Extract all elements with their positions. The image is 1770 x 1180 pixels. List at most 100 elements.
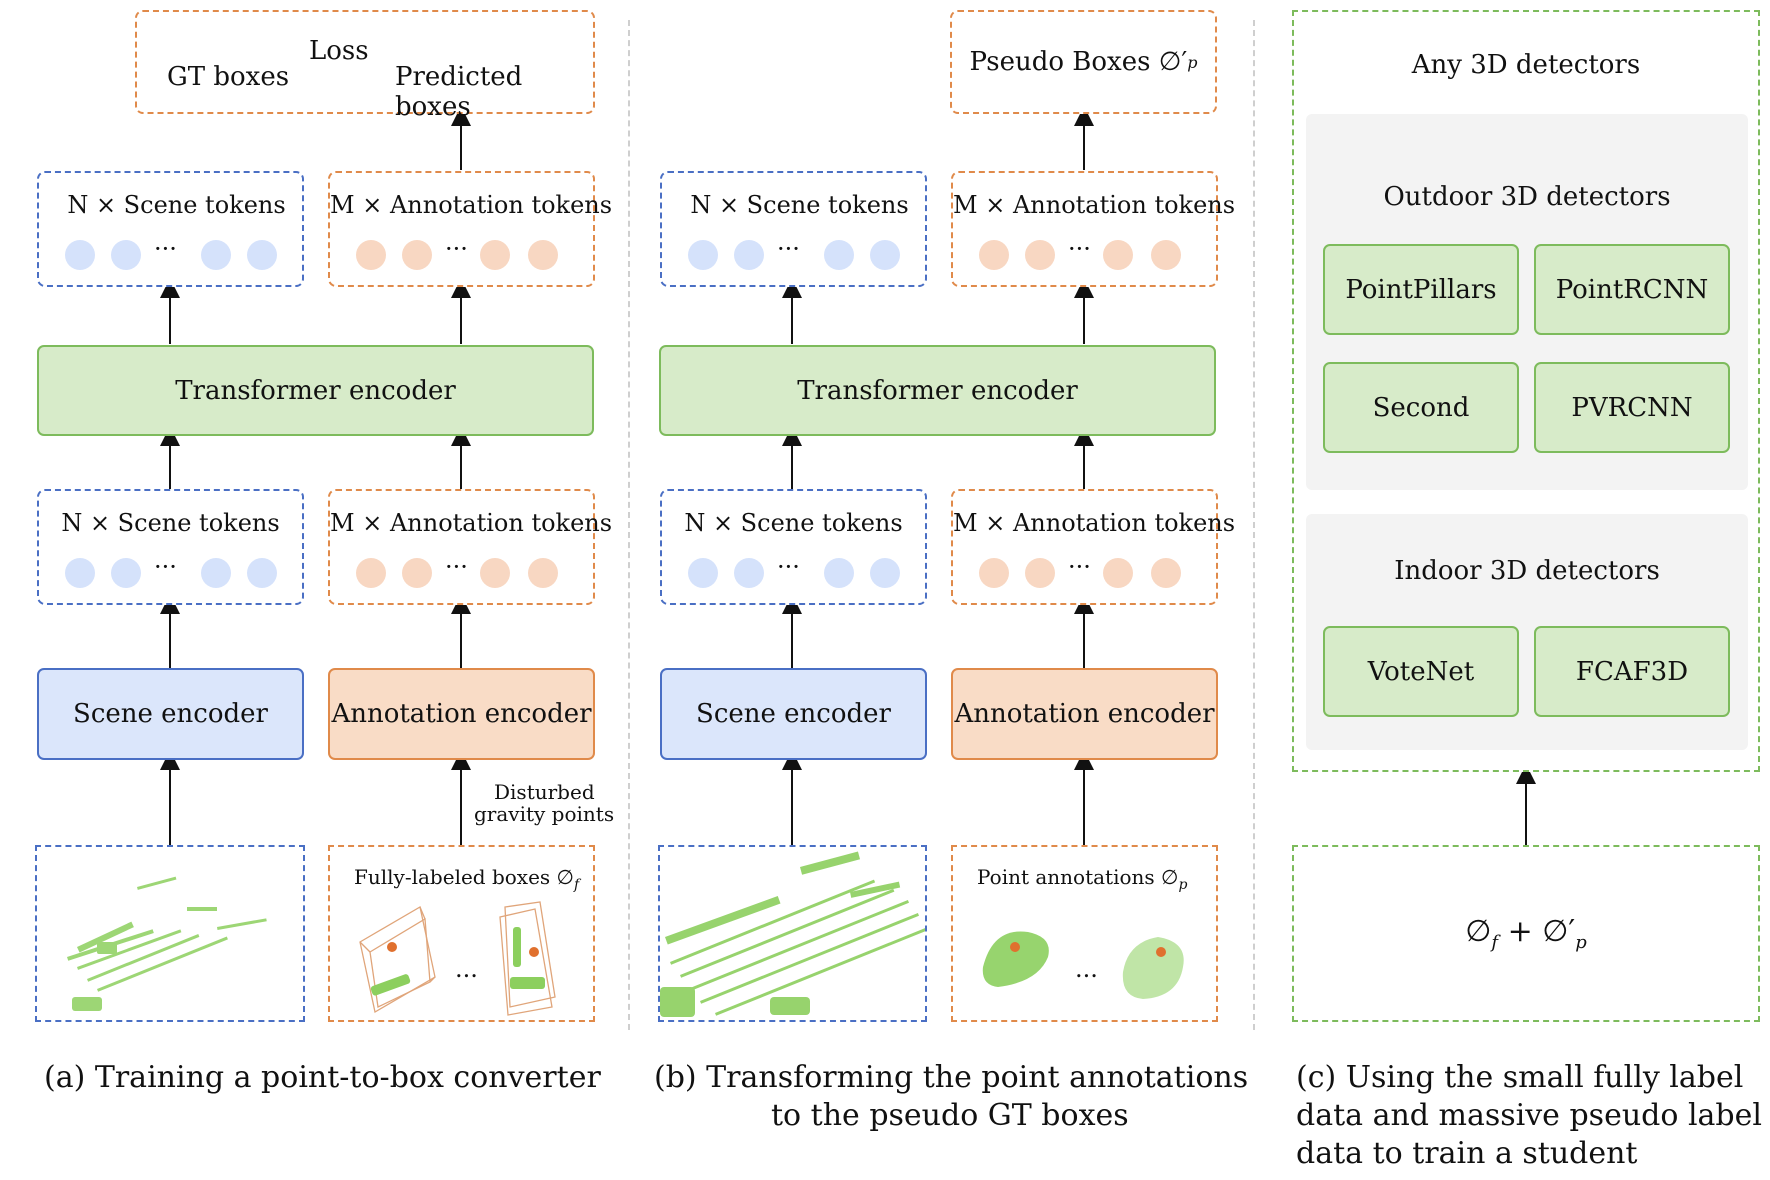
pointcloud-image — [67, 876, 267, 1011]
separator-ab — [628, 20, 630, 1030]
annotation-point — [1010, 942, 1020, 952]
annotation-tokens-top: M × Annotation tokens ··· — [328, 171, 613, 287]
scene-tokens-title: N × Scene tokens — [684, 509, 903, 537]
formula: ∅f + ∅′p — [1465, 914, 1587, 953]
scene-encoder: Scene encoder — [660, 668, 927, 760]
scene-pointcloud-input — [658, 845, 930, 1022]
fully-labeled-sub: f — [573, 877, 580, 893]
scene-tokens-top: N × Scene tokens ··· — [37, 171, 304, 287]
token-dot — [1103, 558, 1133, 588]
formula-pseudo-sub: p — [1575, 932, 1587, 953]
token-dot — [1103, 240, 1133, 270]
detector-votenet: VoteNet — [1323, 626, 1519, 717]
token-dot — [1025, 558, 1055, 588]
ellipsis: ··· — [445, 553, 468, 581]
caption-a: (a) Training a point-to-box converter — [44, 1060, 601, 1095]
scene-tokens-title: N × Scene tokens — [67, 191, 286, 219]
annotation-tokens-title: M × Annotation tokens — [330, 509, 613, 537]
caption-b-line2: to the pseudo GT boxes — [771, 1098, 1129, 1133]
pointcloud-image — [660, 851, 930, 1017]
ellipsis: ··· — [777, 553, 800, 581]
token-dot — [734, 240, 764, 270]
annotation-tokens-bottom: M × Annotation tokens ··· — [328, 489, 613, 605]
token-dot — [688, 240, 718, 270]
fully-labeled-boxes-input: Fully-labeled boxes ∅f ... — [328, 845, 595, 1022]
pseudo-boxes-box: Pseudo Boxes ∅′p — [950, 10, 1217, 114]
token-dot — [201, 240, 231, 270]
scene-pointcloud-input — [35, 845, 305, 1022]
annotation-tokens-title: M × Annotation tokens — [330, 191, 613, 219]
transformer-encoder: Transformer encoder — [37, 345, 594, 436]
pseudo-boxes-text: Pseudo Boxes ∅′ — [969, 47, 1188, 77]
scene-encoder: Scene encoder — [37, 668, 304, 760]
formula-plus-pseudo: + ∅′ — [1498, 914, 1576, 949]
token-dot — [480, 240, 510, 270]
annotation-tokens-title: M × Annotation tokens — [953, 191, 1236, 219]
scene-tokens-title: N × Scene tokens — [690, 191, 909, 219]
detector-pointrcnn: PointRCNN — [1534, 244, 1730, 335]
scene-tokens-title: N × Scene tokens — [61, 509, 280, 537]
token-dot — [824, 558, 854, 588]
ellipsis: ... — [455, 955, 478, 983]
any-detectors-title: Any 3D detectors — [1411, 50, 1641, 80]
caption-c-line1: (c) Using the small fully label — [1296, 1060, 1744, 1095]
formula-fully: ∅ — [1465, 914, 1492, 949]
token-dot — [402, 240, 432, 270]
ellipsis: ··· — [1068, 235, 1091, 263]
ellipsis: ··· — [1068, 553, 1091, 581]
token-dot — [111, 558, 141, 588]
gravity-point — [387, 942, 397, 952]
indoor-title: Indoor 3D detectors — [1394, 556, 1660, 586]
gravity-point — [529, 947, 539, 957]
token-dot — [528, 558, 558, 588]
gt-boxes-label: GT boxes — [167, 62, 290, 92]
token-dot — [688, 558, 718, 588]
training-data-box: ∅f + ∅′p — [1292, 845, 1760, 1022]
token-dot — [65, 558, 95, 588]
formula-fully-sub: f — [1491, 932, 1499, 953]
caption-c-line2: data and massive pseudo label — [1296, 1098, 1762, 1133]
outdoor-panel: Outdoor 3D detectors PointPillars PointR… — [1306, 114, 1748, 490]
token-dot — [979, 240, 1009, 270]
fully-labeled-label: Fully-labeled boxes ∅f — [354, 865, 579, 893]
token-dot — [480, 558, 510, 588]
labeled-boxes-image — [359, 901, 556, 1016]
token-dot — [1151, 558, 1181, 588]
token-dot — [1151, 240, 1181, 270]
disturbed-label-line2: gravity points — [474, 802, 615, 826]
annotation-encoder: Annotation encoder — [328, 668, 595, 760]
ellipsis: ··· — [777, 235, 800, 263]
token-dot — [247, 240, 277, 270]
token-dot — [528, 240, 558, 270]
loss-box: Loss GT boxes Predicted boxes — [135, 10, 595, 122]
detector-pvrcnn: PVRCNN — [1534, 362, 1730, 453]
annotation-encoder: Annotation encoder — [951, 668, 1218, 760]
token-dot — [111, 240, 141, 270]
detector-pointpillars: PointPillars — [1323, 244, 1519, 335]
token-dot — [870, 558, 900, 588]
token-dot — [979, 558, 1009, 588]
token-dot — [870, 240, 900, 270]
transformer-encoder: Transformer encoder — [659, 345, 1216, 436]
ellipsis: ··· — [154, 235, 177, 263]
scene-tokens-bottom: N × Scene tokens ··· — [37, 489, 304, 605]
fully-labeled-text: Fully-labeled boxes ∅ — [354, 865, 574, 889]
token-dot — [824, 240, 854, 270]
pseudo-boxes-sub: p — [1187, 52, 1198, 72]
ellipsis: ··· — [154, 553, 177, 581]
separator-bc — [1253, 20, 1255, 1030]
annotation-tokens-bottom: M × Annotation tokens ··· — [951, 489, 1235, 605]
annotation-point — [1156, 947, 1166, 957]
loss-label: Loss — [309, 36, 369, 66]
ellipsis: ... — [1075, 955, 1098, 983]
token-dot — [65, 240, 95, 270]
ellipsis: ··· — [445, 235, 468, 263]
point-annotations-input: Point annotations ∅p ... — [951, 845, 1218, 1022]
scene-tokens-top: N × Scene tokens ··· — [660, 171, 927, 287]
point-annotations-label: Point annotations ∅p — [977, 865, 1187, 893]
token-dot — [356, 558, 386, 588]
indoor-panel: Indoor 3D detectors VoteNet FCAF3D — [1306, 514, 1748, 750]
any-detectors-container: Any 3D detectors Outdoor 3D detectors Po… — [1292, 10, 1760, 772]
caption-b-line1: (b) Transforming the point annotations — [654, 1060, 1249, 1095]
point-annotations-sub: p — [1178, 877, 1188, 893]
